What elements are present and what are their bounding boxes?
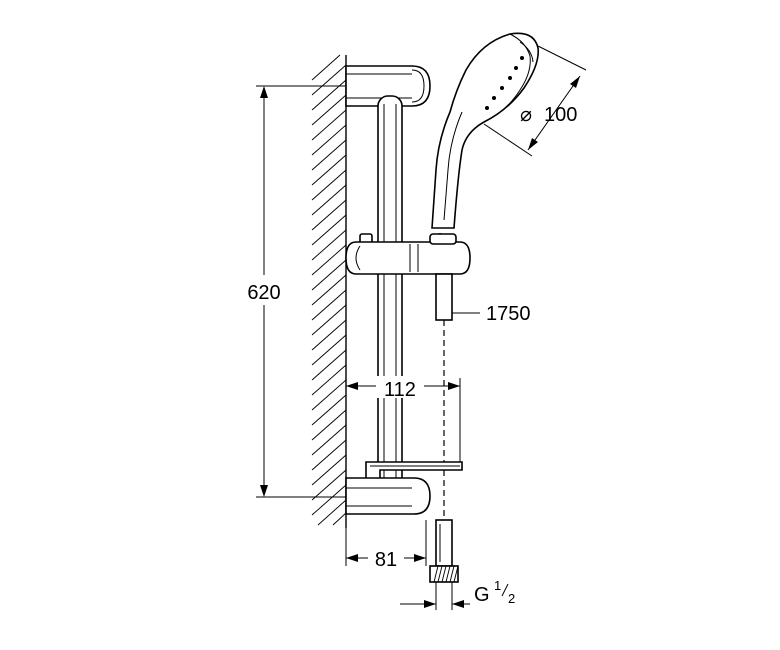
wall-offset-label: 81: [375, 549, 397, 571]
hose: [435, 273, 453, 520]
slider-holder: [345, 233, 471, 275]
wall-hatching: [311, 54, 347, 526]
thread-denominator: 2: [508, 591, 515, 606]
top-wall-bracket: [345, 65, 431, 107]
thread-numerator: 1: [494, 578, 501, 593]
bar-height-label: 620: [247, 282, 280, 304]
thread-prefix: G: [474, 584, 490, 606]
rail-bar: [377, 95, 403, 497]
hose-connector: [429, 519, 459, 610]
head-diameter-label: 100: [544, 104, 577, 126]
bottom-wall-bracket: [345, 477, 431, 515]
hose-length-label: 1750: [486, 303, 531, 325]
diameter-symbol: ⌀: [520, 104, 532, 126]
head-diameter-dimension: [483, 45, 587, 157]
hand-shower: [431, 32, 540, 239]
thread-dimension: [400, 600, 470, 608]
bracket-offset-label: 112: [384, 379, 416, 401]
wall: [311, 54, 347, 528]
